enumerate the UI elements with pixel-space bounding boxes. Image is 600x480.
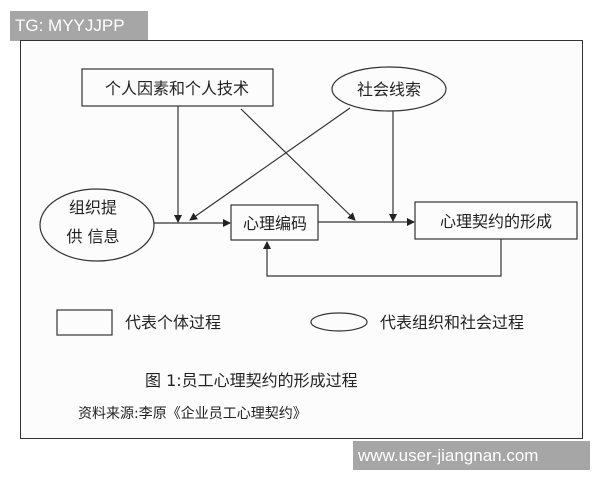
node-org-info-label-2: 供 信息	[66, 227, 119, 246]
legend-ellipse-label: 代表组织和社会过程	[380, 313, 524, 332]
figure-caption: 图 1:员工心理契约的形成过程	[145, 371, 358, 390]
legend-ellipse-swatch	[310, 312, 368, 332]
watermark-bottom: www.user-jiangnan.com	[353, 441, 590, 470]
node-social-cues-label: 社会线索	[357, 80, 421, 99]
node-org-info-ellipse	[39, 188, 155, 262]
arrow-feedback-loop	[263, 239, 502, 277]
watermark-top: TG: MYYJJPP	[10, 11, 148, 41]
node-contract-formation-box	[414, 201, 578, 240]
arrow-social-diagonal	[189, 107, 351, 221]
legend-rect-swatch	[56, 309, 113, 336]
legend-rect-label: 代表个体过程	[125, 313, 221, 332]
arrow-personal-diagonal	[240, 108, 356, 221]
figure-source: 资料来源:李原《企业员工心理契约》	[78, 405, 307, 422]
node-social-cues-ellipse	[331, 66, 447, 112]
node-contract-formation-label: 心理契约的形成	[440, 212, 552, 231]
node-org-info-label-1: 组织提	[69, 198, 117, 217]
node-personal-factors-label: 个人因素和个人技术	[105, 79, 249, 98]
node-psych-encoding-label: 心理编码	[243, 214, 307, 233]
